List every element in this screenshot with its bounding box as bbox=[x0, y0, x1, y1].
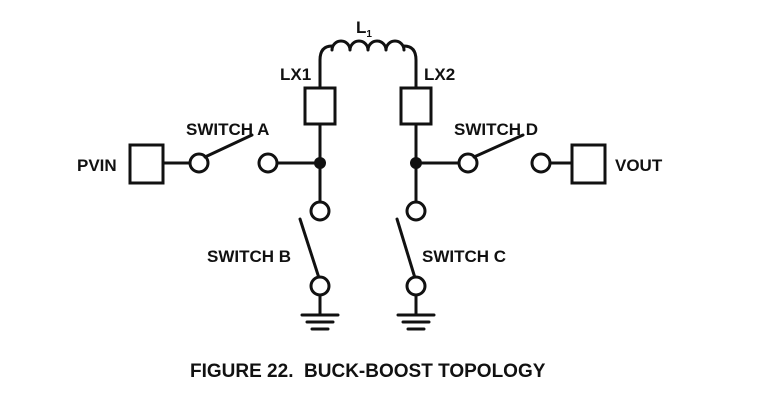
switch-a-contact-left bbox=[188, 152, 210, 174]
switch-c-label: SWITCH C bbox=[422, 247, 506, 266]
ground-b-icon bbox=[300, 293, 340, 331]
lx2-terminal bbox=[399, 86, 433, 126]
switch-b-contact-top bbox=[309, 200, 331, 222]
switch-d-contact-right bbox=[530, 152, 552, 174]
switch-c-blade bbox=[395, 217, 417, 280]
switch-a-contact-right bbox=[257, 152, 279, 174]
lx2-label: LX2 bbox=[424, 65, 455, 84]
switch-b-label: SWITCH B bbox=[207, 247, 291, 266]
switch-b-blade bbox=[298, 217, 321, 280]
figure-caption: FIGURE 22. BUCK-BOOST TOPOLOGY bbox=[190, 361, 546, 382]
vout-terminal bbox=[570, 143, 607, 185]
switch-b-contact-bottom bbox=[309, 275, 331, 297]
switch-d-blade bbox=[472, 133, 525, 159]
pvin-terminal bbox=[128, 143, 165, 185]
vout-label: VOUT bbox=[615, 156, 663, 175]
switch-a-label: SWITCH A bbox=[186, 120, 269, 139]
ground-c-icon bbox=[396, 293, 436, 331]
switch-c-contact-bottom bbox=[405, 275, 427, 297]
switch-d-contact-left bbox=[457, 152, 479, 174]
lx1-label: LX1 bbox=[280, 65, 311, 84]
lx1-junction bbox=[314, 157, 326, 169]
inductor-l1 bbox=[318, 39, 418, 90]
switch-c-contact-top bbox=[405, 200, 427, 222]
lx1-terminal bbox=[303, 86, 337, 126]
switch-a-blade bbox=[203, 133, 254, 159]
switch-d-label: SWITCH D bbox=[454, 120, 538, 139]
pvin-label: PVIN bbox=[77, 156, 117, 175]
inductor-label: L1 bbox=[356, 18, 372, 40]
